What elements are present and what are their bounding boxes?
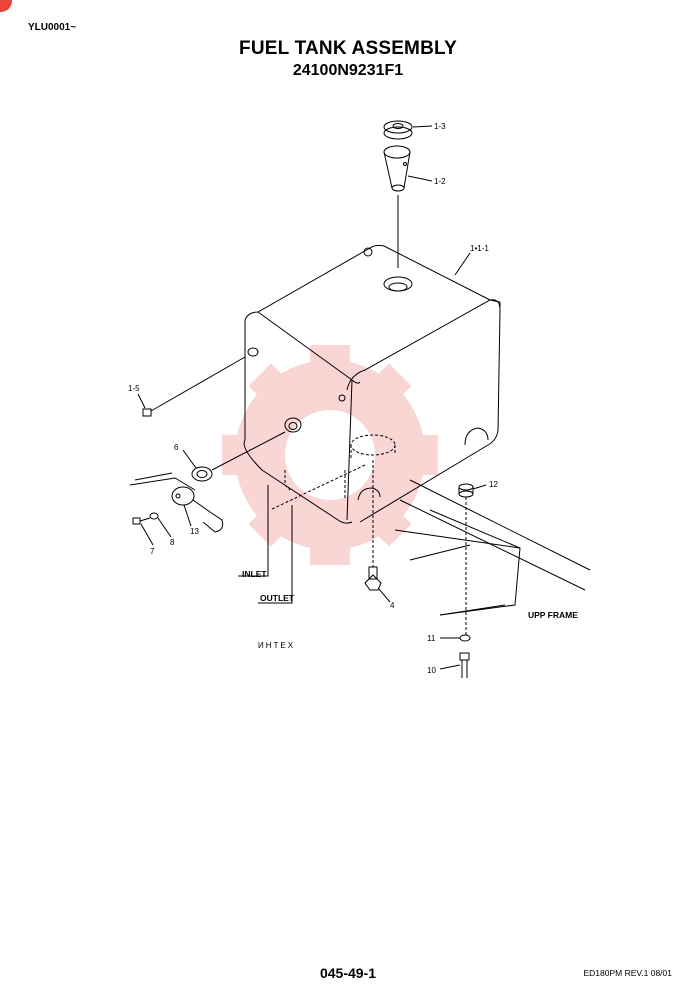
leader-inlet [238, 485, 269, 577]
page-number: 045-49-1 [319, 965, 377, 981]
callout-4: 4 [390, 601, 395, 610]
callout-12: 12 [489, 480, 498, 489]
watermark-text: ИНТЕХ [258, 641, 295, 650]
model-code: YLU0001~ [28, 22, 77, 33]
callout-1-3: 1-3 [434, 122, 446, 131]
upper-frame [394, 479, 591, 616]
leader-8 [157, 517, 172, 538]
revision-label: ED180PM REV.1 08/01 [583, 968, 672, 978]
upp-frame-label: UPP FRAME [528, 610, 578, 620]
callout-11: 11 [427, 634, 436, 643]
bolt-10 [459, 652, 470, 678]
callout-1-1-1: 1•1-1 [470, 244, 489, 253]
bolt-1-5 [142, 356, 246, 417]
leader-10 [439, 664, 461, 670]
part-number: 24100N9231F1 [292, 62, 404, 79]
fuel-sender-13 [129, 472, 224, 533]
leader-13 [183, 504, 192, 527]
gasket-6 [191, 431, 286, 482]
leader-7 [140, 523, 154, 546]
callout-1-2: 1-2 [434, 177, 446, 186]
callout-10: 10 [427, 666, 436, 675]
fuel-cap [383, 120, 413, 140]
fuel-tank [243, 244, 501, 524]
leader-12 [472, 484, 487, 490]
page-title: FUEL TANK ASSEMBLY [239, 38, 457, 59]
washer-8 [149, 512, 159, 520]
drain-cock-4 [364, 460, 382, 591]
inlet-label: INLET [242, 569, 267, 579]
leader-1-3 [412, 125, 433, 128]
leader-outlet [258, 505, 293, 604]
callout-7: 7 [150, 547, 155, 556]
washer-11 [459, 634, 471, 642]
screw-7 [132, 517, 151, 525]
callout-8: 8 [170, 538, 175, 547]
filler-neck [383, 145, 411, 192]
outlet-label: OUTLET [260, 593, 295, 603]
leader-6 [182, 449, 197, 469]
watermark-gear-icon [222, 345, 438, 565]
callout-13: 13 [190, 527, 199, 536]
leader-1-2 [407, 175, 433, 182]
leader-1-1-1 [454, 252, 471, 276]
tank-hidden-lines [269, 434, 396, 511]
mount-rubber-12 [458, 483, 474, 498]
leader-1-5 [137, 393, 146, 409]
callout-6: 6 [174, 443, 179, 452]
leader-4 [378, 588, 391, 603]
callout-1-5: 1-5 [128, 384, 140, 393]
